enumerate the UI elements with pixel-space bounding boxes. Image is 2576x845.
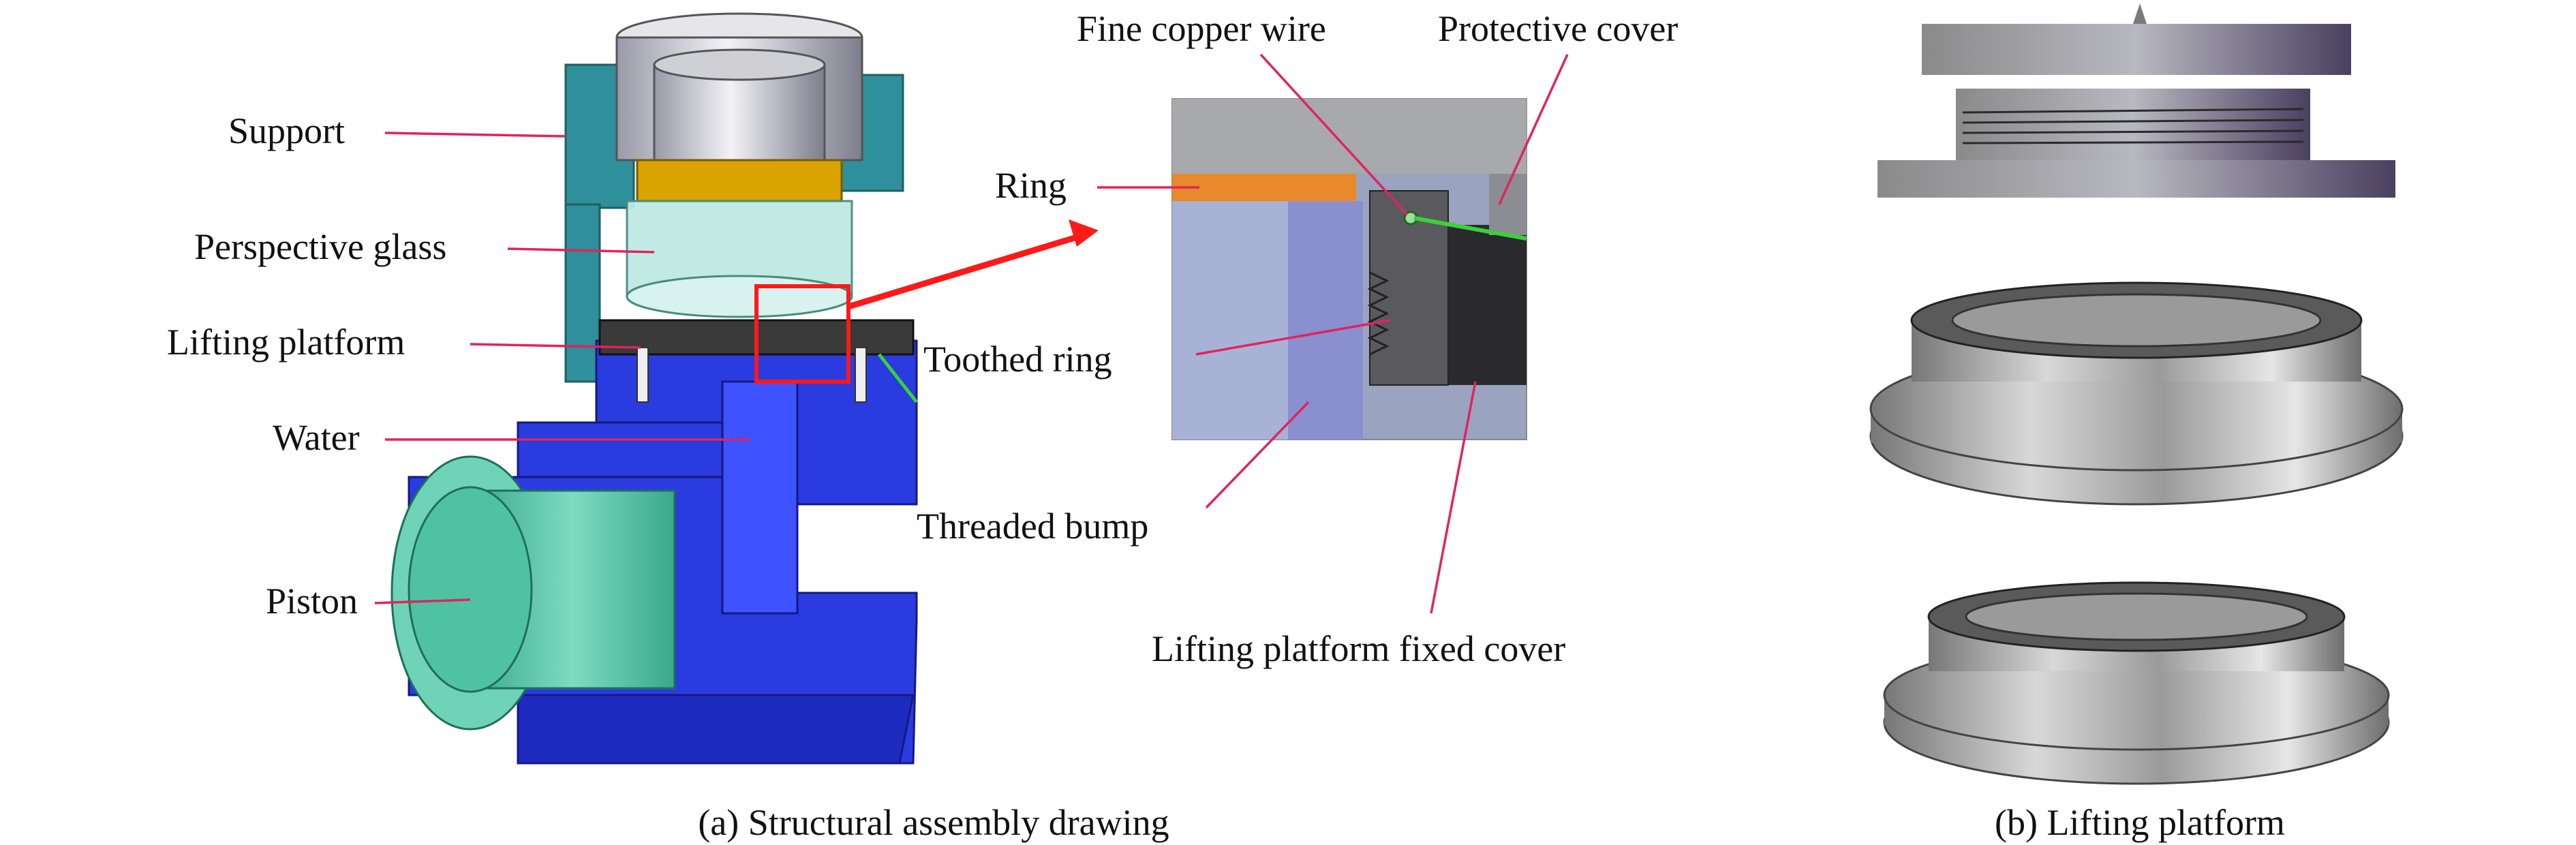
detail-arrow <box>847 219 1099 310</box>
caption-b: (b) Lifting platform <box>1995 802 2285 843</box>
perspective-glass-base <box>626 275 853 318</box>
bolt-left <box>637 347 649 403</box>
bolt-right <box>855 347 867 403</box>
assembly-drawing <box>390 12 918 765</box>
detail-left-body <box>1172 201 1288 440</box>
label-water: Water <box>273 417 360 458</box>
caption-a: (a) Structural assembly drawing <box>698 802 1169 843</box>
label-threaded-bump: Threaded bump <box>917 506 1148 547</box>
body-arm-top <box>517 421 724 478</box>
label-toothed-ring: Toothed ring <box>923 339 1112 380</box>
label-lifting-platform: Lifting platform <box>167 322 405 363</box>
detail-ring <box>1172 174 1356 201</box>
detail-highlight-box <box>754 284 850 384</box>
label-piston: Piston <box>266 581 358 621</box>
water-channel <box>721 380 799 615</box>
piston-face <box>408 486 533 693</box>
detail-copper-wire <box>1413 216 1527 241</box>
threaded-plate <box>1956 89 2310 160</box>
inner-cylinder-top <box>653 48 826 81</box>
base-plate <box>1877 160 2395 198</box>
bottom-collar-inner <box>1965 592 2308 641</box>
label-ring: Ring <box>995 165 1067 206</box>
thread-lines <box>1962 108 2304 144</box>
detail-fixed-cover <box>1448 225 1527 385</box>
detail-threaded-bump <box>1288 201 1363 440</box>
body-lower-front <box>517 694 915 765</box>
label-fixed-cover: Lifting platform fixed cover <box>1152 628 1565 669</box>
label-fine-copper-wire: Fine copper wire <box>1077 8 1326 49</box>
top-plate <box>1922 24 2351 75</box>
wire-outlet <box>878 353 918 403</box>
label-protective-cover: Protective cover <box>1438 8 1678 49</box>
label-support: Support <box>228 110 345 151</box>
middle-collar-inner <box>1951 293 2322 348</box>
detail-labels: Fine copper wire Protective cover Ring T… <box>917 8 1678 669</box>
detail-view <box>1171 98 1527 440</box>
gold-ring <box>636 159 843 202</box>
label-perspective-glass: Perspective glass <box>194 226 446 267</box>
detail-top-grey <box>1172 99 1527 174</box>
support-column-left <box>564 203 601 383</box>
top-plate-tip <box>2133 3 2147 24</box>
lifting-platform-photos <box>1869 3 2404 785</box>
detail-teeth <box>1367 271 1390 356</box>
assembly-labels: Support Perspective glass Lifting platfo… <box>167 110 750 621</box>
